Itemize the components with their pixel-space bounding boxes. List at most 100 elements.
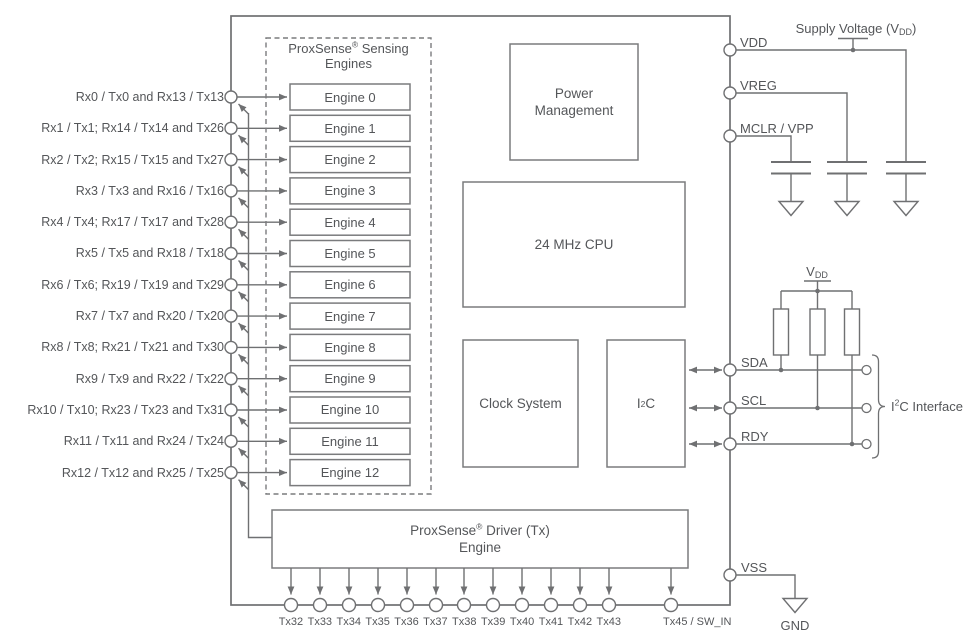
- tx-pin-label: Tx32: [278, 616, 304, 628]
- ground-symbol: [781, 597, 809, 614]
- pin-label: Rx8 / Tx8; Rx21 / Tx21 and Tx30: [41, 340, 224, 355]
- power-management-box: [509, 43, 639, 161]
- pin-label: Rx4 / Tx4; Rx17 / Tx17 and Tx28: [41, 215, 224, 230]
- driver-line2: Engine: [458, 540, 502, 555]
- tx-pin-label: Tx35: [365, 616, 390, 628]
- tx-pin-label: Tx38: [452, 616, 477, 628]
- pullup-sub: DD: [814, 270, 828, 280]
- tx-pin-label: Tx39: [480, 616, 506, 628]
- supply-wiring: [736, 37, 907, 162]
- brand-text: ProxSense: [288, 41, 352, 56]
- driver-rest: Driver (Tx): [482, 523, 550, 538]
- pin-label: Rx0 / Tx0 and Rx13 / Tx13: [75, 89, 224, 104]
- engine-label: Engine 3: [324, 183, 376, 199]
- pin-label: Rx3 / Tx3 and Rx16 / Tx16: [75, 183, 224, 198]
- supply-sub: DD: [899, 27, 912, 37]
- capacitor: [826, 161, 868, 217]
- pullup-pre: V: [806, 264, 815, 279]
- interface-brace: [871, 354, 886, 459]
- engine-label: Engine 6: [324, 277, 376, 293]
- engine-label: Engine 1: [324, 120, 376, 136]
- pullup-wiring: [780, 280, 853, 444]
- tx-pin-label: Tx41: [538, 616, 564, 628]
- tx-pin-label: Tx42: [567, 616, 593, 628]
- left-pin-labels: Rx0 / Tx0 and Rx13 / Tx13 Rx1 / Tx1; Rx1…: [0, 81, 224, 488]
- rdy-pin-label: RDY: [741, 429, 769, 444]
- engine-label: Engine 11: [321, 433, 379, 449]
- vdd-pin-label: VDD: [740, 35, 768, 50]
- engine-labels: Engine 0 Engine 1 Engine 2 Engine 3 Engi…: [290, 84, 410, 491]
- vss-pin-label: VSS: [741, 560, 768, 575]
- i2c-base: I: [636, 396, 641, 411]
- sensing-engines-title: ProxSense® Sensing Engines: [266, 39, 431, 71]
- gnd-label: GND: [780, 618, 810, 633]
- pin-label: Rx12 / Tx12 and Rx25 / Tx25: [61, 465, 224, 480]
- driver-engine-box: [271, 509, 689, 569]
- tx-pin-label: Tx37: [423, 616, 448, 628]
- power-line2: Management: [534, 103, 614, 118]
- tx-feedback-rail: [247, 113, 272, 539]
- engine-label: Engine 4: [324, 214, 376, 230]
- registered-mark: ®: [476, 521, 483, 532]
- engine-label: Engine 5: [324, 245, 376, 261]
- iface-sup: 2: [894, 397, 900, 408]
- driver-line1: ProxSense® Driver (Tx): [410, 522, 550, 539]
- tx-pin-label: Tx43: [596, 616, 621, 628]
- pin-label: Rx1 / Tx1; Rx14 / Tx14 and Tx26: [41, 121, 224, 136]
- junction-dot: [815, 288, 820, 294]
- scl-pin-label: SCL: [741, 393, 767, 408]
- i2c-lines: [736, 369, 862, 445]
- clock-system-label: Clock System: [479, 396, 562, 411]
- terminal-circle: [861, 402, 872, 414]
- clock-system-box: [462, 339, 579, 468]
- pin-label: Rx6 / Tx6; Rx19 / Tx19 and Tx29: [41, 277, 224, 292]
- registered-mark: ®: [351, 39, 359, 50]
- pin-label: Rx2 / Tx2; Rx15 / Tx15 and Tx27: [41, 152, 224, 167]
- pin-label: Rx9 / Tx9 and Rx22 / Tx22: [75, 371, 224, 386]
- junction-dot: [850, 47, 856, 53]
- tx-pin-label: Tx36: [394, 616, 419, 628]
- pin-label: Rx5 / Tx5 and Rx18 / Tx18: [75, 246, 224, 261]
- pullup-vdd-label: VDD: [787, 264, 847, 280]
- supply-pre: Supply Voltage (V: [795, 21, 899, 36]
- capacitor: [885, 161, 927, 217]
- supply-post: ): [912, 21, 917, 36]
- tx45-swin-label: Tx45 / SW_IN: [663, 616, 732, 628]
- power-management-label: Power Management: [510, 44, 638, 160]
- power-line1: Power: [554, 86, 594, 101]
- supply-voltage-label: Supply Voltage (VDD): [784, 21, 928, 37]
- title-rest: Sensing: [358, 41, 409, 56]
- pullup-resistor: [843, 308, 861, 356]
- i2c-rest: C: [645, 396, 656, 411]
- terminal-circle: [861, 364, 872, 376]
- engine-label: Engine 10: [320, 402, 380, 418]
- vss-wire: [736, 574, 796, 599]
- vreg-pin-label: VREG: [740, 78, 777, 93]
- pullup-resistor: [809, 308, 826, 356]
- iface-base: I: [891, 399, 895, 414]
- capacitor: [770, 161, 812, 217]
- tx-pin-label: Tx40: [509, 616, 535, 628]
- terminal-circle: [861, 438, 872, 450]
- tx-pin-label: Tx34: [336, 616, 361, 628]
- engine-label: Engine 7: [324, 308, 376, 324]
- engine-label: Engine 9: [324, 371, 376, 387]
- i2c-box: [606, 339, 686, 468]
- pullup-resistor: [772, 308, 790, 356]
- engine-label: Engine 8: [324, 339, 376, 355]
- tx-pin-label: Tx33: [307, 616, 333, 628]
- pin-label: Rx7 / Tx7 and Rx20 / Tx20: [75, 309, 224, 324]
- cpu-box: [462, 181, 686, 308]
- engine-label: Engine 2: [324, 152, 376, 168]
- engine-label: Engine 12: [320, 465, 380, 481]
- brand-text: ProxSense: [410, 523, 477, 538]
- driver-engine-label: ProxSense® Driver (Tx) Engine: [272, 510, 688, 568]
- pin-label: Rx11 / Tx11 and Rx24 / Tx24: [63, 434, 224, 449]
- iface-rest: C Interface: [899, 399, 963, 414]
- i2c-bus-arrows: [689, 366, 722, 448]
- sda-pin-label: SDA: [741, 355, 768, 370]
- mclr-vpp-pin-label: MCLR / VPP: [740, 121, 814, 136]
